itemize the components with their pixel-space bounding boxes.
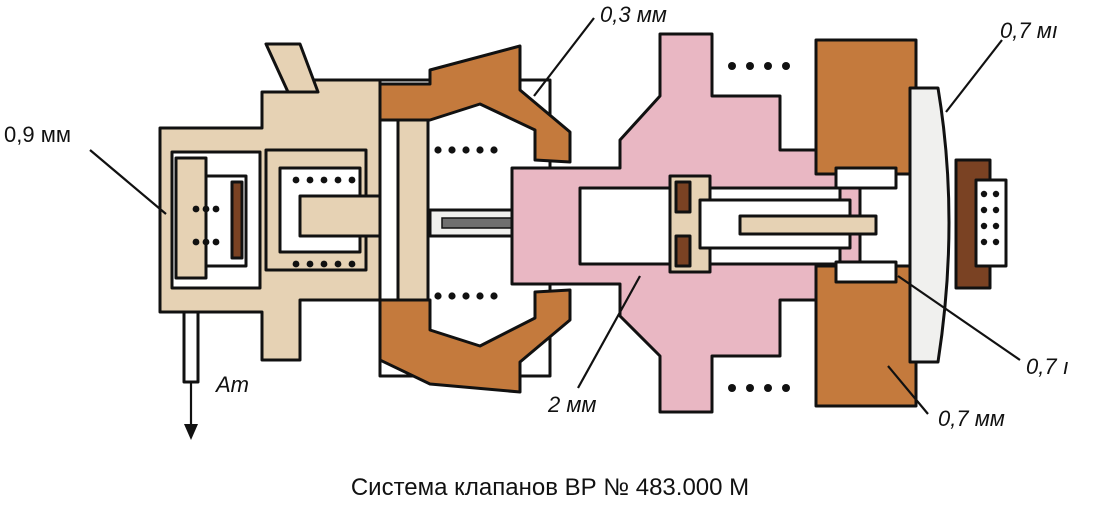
- middle-springs: [434, 146, 498, 300]
- label-gap-09: 0,9 мм: [4, 122, 71, 147]
- right-valve-housing: [510, 32, 1008, 414]
- left-valve-housing: [158, 42, 394, 384]
- leader-lines: [89, 17, 1021, 440]
- left-springs: [192, 176, 356, 268]
- right-springs: [728, 62, 1000, 392]
- label-gap-03: 0,3 мм: [600, 2, 667, 27]
- label-gap-2: 2 мм: [547, 392, 597, 417]
- label-gap-07-right: 0,7 ı: [1026, 354, 1069, 379]
- label-gap-07-top: 0,7 мı: [1000, 18, 1058, 43]
- diagram-caption: Система клапанов ВР № 483.000 М: [350, 474, 750, 501]
- label-atmosphere: Ат: [214, 372, 249, 397]
- label-gap-07-bottom: 0,7 мм: [938, 406, 1005, 431]
